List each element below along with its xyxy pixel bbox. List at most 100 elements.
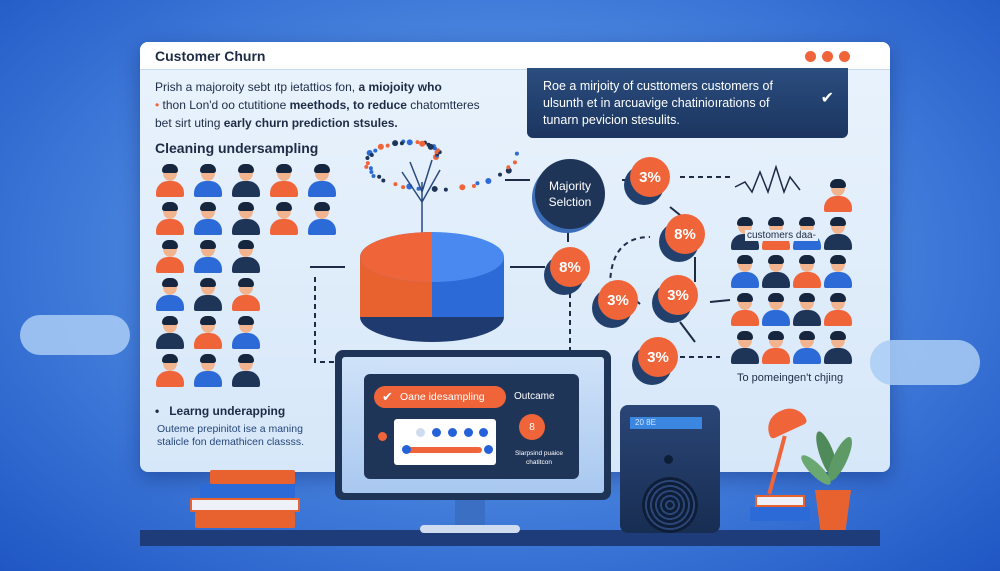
particle bbox=[427, 143, 434, 150]
bullet-title: • Learng underapping bbox=[155, 404, 286, 418]
customer-avatar-icon bbox=[193, 316, 223, 351]
outcome-value: 8 bbox=[519, 414, 545, 440]
window-title: Customer Churn bbox=[155, 48, 266, 64]
customer-avatar-icon bbox=[823, 331, 853, 366]
window-dot-icon[interactable] bbox=[822, 51, 833, 62]
percent-node: 8% bbox=[550, 247, 590, 287]
particle bbox=[415, 140, 420, 145]
sample-dot bbox=[448, 428, 457, 437]
outcome-label: Outcame bbox=[514, 391, 555, 402]
customer-avatar-icon bbox=[193, 164, 223, 199]
customer-avatar-icon bbox=[269, 202, 299, 237]
customer-avatar-icon bbox=[823, 217, 853, 252]
customer-avatar-icon bbox=[193, 278, 223, 313]
percent-node: 3% bbox=[630, 157, 670, 197]
particle bbox=[514, 151, 519, 156]
customer-avatar-icon bbox=[231, 354, 261, 389]
percent-node: 8% bbox=[665, 214, 705, 254]
monitor: ✔ Oane idesampling Outcame 8 Slarpsind p… bbox=[335, 350, 611, 500]
particle bbox=[401, 185, 406, 190]
node-dot bbox=[378, 432, 387, 441]
particle bbox=[431, 185, 438, 192]
particle bbox=[364, 164, 369, 169]
customer-avatar-icon bbox=[193, 202, 223, 237]
customer-avatar-icon bbox=[155, 240, 185, 275]
particle bbox=[485, 177, 492, 184]
particle bbox=[369, 152, 374, 157]
customer-grid bbox=[155, 164, 345, 387]
scatter-particles bbox=[364, 139, 519, 192]
intro-text: Prish a majoroity sebt ıtp ietattios fon… bbox=[155, 80, 480, 130]
percent-node: 3% bbox=[638, 337, 678, 377]
particle bbox=[377, 174, 382, 179]
sampling-panel: ✔ Oane idesampling Outcame 8 Slarpsind p… bbox=[364, 374, 579, 479]
majority-selection-node: Majority Selction bbox=[535, 159, 605, 229]
customer-avatar-icon bbox=[231, 316, 261, 351]
particle bbox=[512, 160, 517, 165]
particle bbox=[365, 161, 370, 166]
customer-avatar-icon bbox=[193, 354, 223, 389]
particle bbox=[475, 181, 480, 186]
particle bbox=[392, 140, 399, 147]
particle bbox=[373, 148, 378, 153]
particle bbox=[506, 165, 511, 170]
callout-text: Roe a mirjoity of custtomers customers o… bbox=[543, 79, 773, 127]
monitor-stand bbox=[455, 498, 485, 530]
undersampling-button[interactable]: ✔ Oane idesampling bbox=[374, 386, 506, 408]
customer-avatar-icon bbox=[761, 255, 791, 290]
customer-avatar-icon bbox=[761, 293, 791, 328]
sparkline bbox=[734, 164, 801, 195]
speaker: 20 8E bbox=[620, 405, 720, 533]
slider-handle[interactable] bbox=[402, 445, 411, 454]
particle bbox=[459, 184, 466, 191]
monitor-base bbox=[420, 525, 520, 533]
desk bbox=[140, 530, 880, 546]
particle bbox=[406, 139, 413, 146]
customer-avatar-icon bbox=[792, 255, 822, 290]
window-dot-icon[interactable] bbox=[839, 51, 850, 62]
customer-avatar-icon bbox=[730, 293, 760, 328]
customer-avatar-icon bbox=[730, 331, 760, 366]
sample-dot bbox=[479, 428, 488, 437]
customer-avatar-icon bbox=[155, 202, 185, 237]
customer-avatar-icon bbox=[823, 255, 853, 290]
speaker-button[interactable] bbox=[664, 455, 673, 464]
right-caption: To pomeingen't chjing bbox=[737, 372, 844, 384]
speaker-cone-icon bbox=[642, 477, 698, 533]
customer-avatar-icon bbox=[307, 202, 337, 237]
slider-handle[interactable] bbox=[484, 445, 493, 454]
customer-avatar-icon bbox=[792, 293, 822, 328]
particle bbox=[443, 187, 448, 192]
customer-grid-right bbox=[730, 179, 853, 370]
callout-box: Roe a mirjoity of custtomers customers o… bbox=[527, 68, 848, 138]
check-icon: ✔ bbox=[820, 90, 834, 107]
tree-icon bbox=[401, 159, 441, 242]
particle bbox=[368, 166, 373, 171]
particle bbox=[498, 172, 503, 177]
check-icon: ✔ bbox=[382, 389, 393, 404]
customer-avatar-icon bbox=[269, 164, 299, 199]
customer-avatar-icon bbox=[307, 164, 337, 199]
customer-avatar-icon bbox=[231, 202, 261, 237]
flow-diagram bbox=[310, 139, 801, 363]
particle bbox=[434, 150, 439, 155]
sample-dot bbox=[432, 428, 441, 437]
data-cylinder bbox=[360, 232, 504, 342]
customer-avatar-icon bbox=[231, 240, 261, 275]
app-window: Customer Churn Prish a majoroity sebt ıt… bbox=[140, 42, 890, 472]
window-dot-icon[interactable] bbox=[805, 51, 816, 62]
outcome-caption: Slarpsind puaice chatitcon bbox=[514, 450, 564, 466]
particle bbox=[377, 143, 384, 150]
particle bbox=[381, 178, 386, 183]
percent-node: 3% bbox=[598, 280, 638, 320]
sample-card bbox=[394, 419, 496, 465]
particle bbox=[432, 146, 437, 151]
customer-avatar-icon bbox=[792, 331, 822, 366]
particle bbox=[419, 140, 426, 147]
customer-avatar-icon bbox=[155, 316, 185, 351]
customer-avatar-icon bbox=[231, 278, 261, 313]
particle bbox=[399, 141, 404, 146]
particle bbox=[365, 155, 370, 160]
customer-avatar-icon bbox=[155, 164, 185, 199]
cloud-icon bbox=[870, 340, 980, 385]
